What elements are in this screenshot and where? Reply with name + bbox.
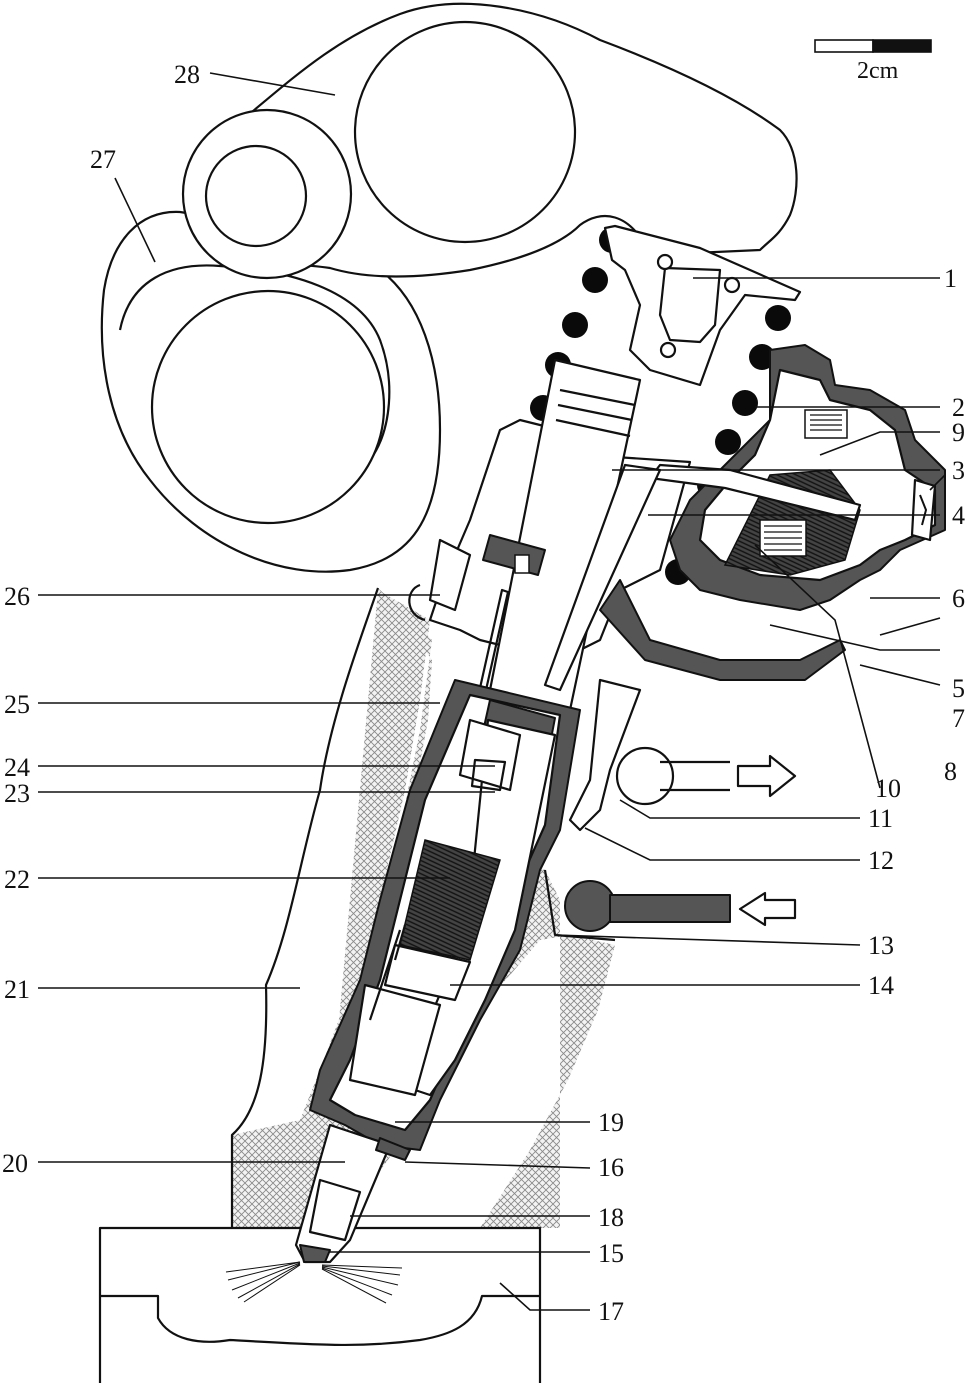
label-12: 12: [868, 846, 894, 875]
label-28: 28: [174, 60, 200, 89]
label-19: 19: [598, 1108, 624, 1137]
part-labels: 1 2 3 4 5 6 7 8 9 10 11 12 13 14 15 16 1…: [2, 60, 965, 1326]
rocker-arm: [181, 2, 798, 280]
label-25: 25: [4, 690, 30, 719]
label-2: 2: [952, 393, 965, 422]
label-23: 23: [4, 779, 30, 808]
camshaft: [100, 210, 442, 573]
label-3: 3: [952, 456, 965, 485]
label-22: 22: [4, 865, 30, 894]
leader-lines: [38, 72, 946, 1311]
label-7: 7: [952, 704, 965, 733]
scale-bar-label: 2cm: [857, 58, 899, 84]
label-1: 1: [944, 264, 957, 293]
control-valve-assembly: [543, 344, 946, 692]
label-27: 27: [90, 145, 116, 174]
label-10: 10: [875, 774, 901, 803]
label-8: 8: [944, 757, 957, 786]
fuel-passages: [568, 579, 846, 832]
label-24: 24: [4, 753, 30, 782]
label-14: 14: [868, 971, 894, 1000]
nozzle: [294, 1123, 411, 1264]
label-20: 20: [2, 1149, 28, 1178]
cylinder-head-outline: [230, 587, 380, 1228]
label-5: 5: [952, 674, 965, 703]
label-11: 11: [868, 804, 893, 833]
label-15: 15: [598, 1239, 624, 1268]
label-17: 17: [598, 1297, 624, 1326]
injector-lower-body: [309, 679, 581, 1151]
label-13: 13: [868, 931, 894, 960]
label-18: 18: [598, 1203, 624, 1232]
label-6: 6: [952, 584, 965, 613]
fuel-spray: [225, 1261, 403, 1304]
label-16: 16: [598, 1153, 624, 1182]
label-9: 9: [952, 418, 965, 447]
label-21: 21: [4, 975, 30, 1004]
spring-cap: [603, 224, 802, 387]
fuel-supply: [543, 869, 797, 942]
scale-bar: 2cm: [814, 39, 932, 84]
label-26: 26: [4, 582, 30, 611]
label-4: 4: [952, 501, 965, 530]
